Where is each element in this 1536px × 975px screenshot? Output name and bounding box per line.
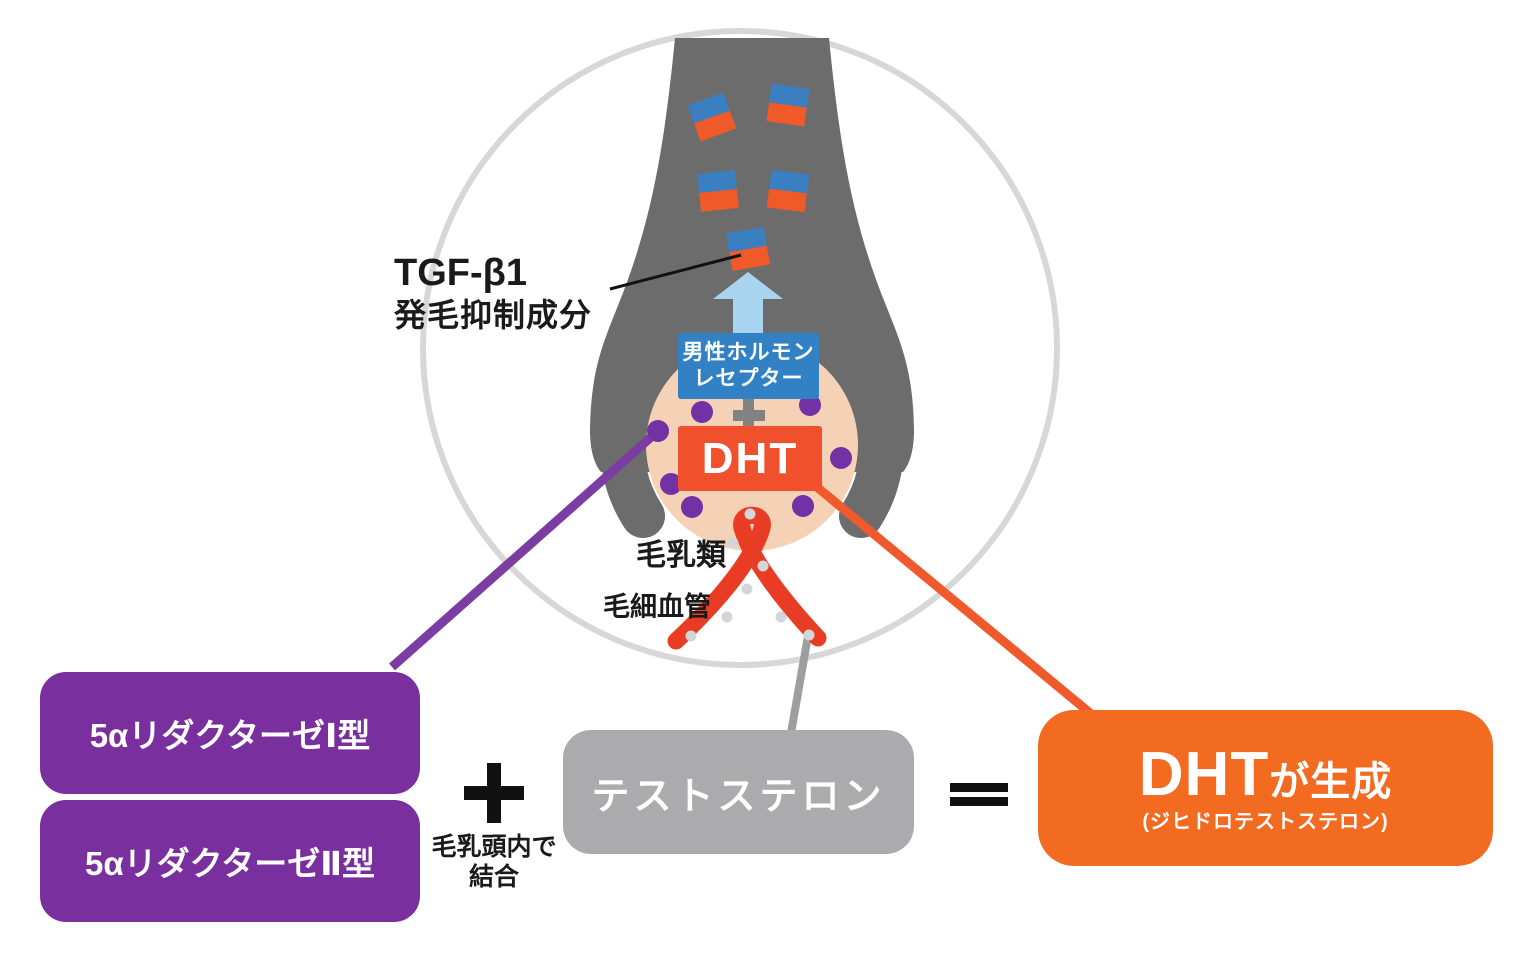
ribbon-dot: [741, 583, 753, 595]
plus-note-line1: 毛乳頭内で: [431, 833, 557, 861]
plus-note-line2: 結合: [468, 863, 519, 891]
plus-icon: [464, 763, 524, 823]
purple-dot: [792, 495, 814, 517]
male-hormone-receptor-box: 男性ホルモン レセプター: [678, 333, 819, 399]
testosterone-box: テストステロン: [563, 730, 914, 854]
receptor-label-line1: 男性ホルモン: [682, 341, 815, 364]
equals-icon: [950, 783, 1008, 806]
purple-dot: [799, 394, 821, 416]
ribbon-dot: [721, 611, 733, 623]
tgf-beta1-label: TGF-β1 発毛抑制成分: [394, 252, 592, 336]
reductase-dots: [647, 394, 852, 518]
gray-connector-line: [787, 635, 812, 734]
receptor-plus-icon: [733, 399, 765, 432]
follicle-zoom-circle: [420, 28, 1060, 668]
tgf-beta1-subtitle: 発毛抑制成分: [394, 297, 593, 333]
reductase-type2-box: 5αリダクターゼⅡ型: [40, 800, 420, 922]
ribbon-dot: [744, 508, 756, 520]
ribbon-dot: [685, 630, 697, 642]
tgf-beta1-title: TGF-β1: [394, 252, 527, 294]
purple-dot: [660, 473, 682, 495]
capillary-label: 毛細血管: [603, 592, 711, 622]
dht-result-suffix: が生成: [1269, 760, 1393, 804]
dht-result-subtitle: (ジヒドロテストステロン): [1142, 811, 1389, 833]
purple-dot: [691, 401, 713, 423]
purple-dot: [681, 496, 703, 518]
tgf-molecule-icon: [687, 92, 737, 142]
ribbon-dot: [775, 611, 787, 623]
tgf-molecule-icon: [697, 170, 739, 212]
dht-result-main: DHT: [1138, 740, 1270, 809]
ribbon-dot: [727, 537, 739, 549]
tgf-pointer-line: [609, 253, 742, 291]
receptor-label-line2: レセプター: [693, 367, 804, 390]
ribbon-dot: [757, 560, 769, 572]
tgf-molecule-icon: [766, 83, 810, 127]
dht-box: DHT: [678, 426, 822, 491]
tgf-molecule-icon: [725, 226, 771, 272]
tgf-molecule-icon: [766, 169, 810, 213]
ribbon-dot: [803, 629, 815, 641]
purple-dot: [830, 447, 852, 469]
purple-connector-line: [389, 427, 661, 671]
papilla-label: 毛乳類: [636, 539, 726, 572]
up-arrow-icon: [713, 272, 783, 336]
purple-dot: [647, 420, 669, 442]
orange-connector-line: [809, 479, 1093, 717]
plus-note-label: 毛乳頭内で 結合: [409, 832, 579, 892]
reductase-type1-box: 5αリダクターゼⅠ型: [40, 672, 420, 794]
capillary-cells: [685, 508, 815, 642]
